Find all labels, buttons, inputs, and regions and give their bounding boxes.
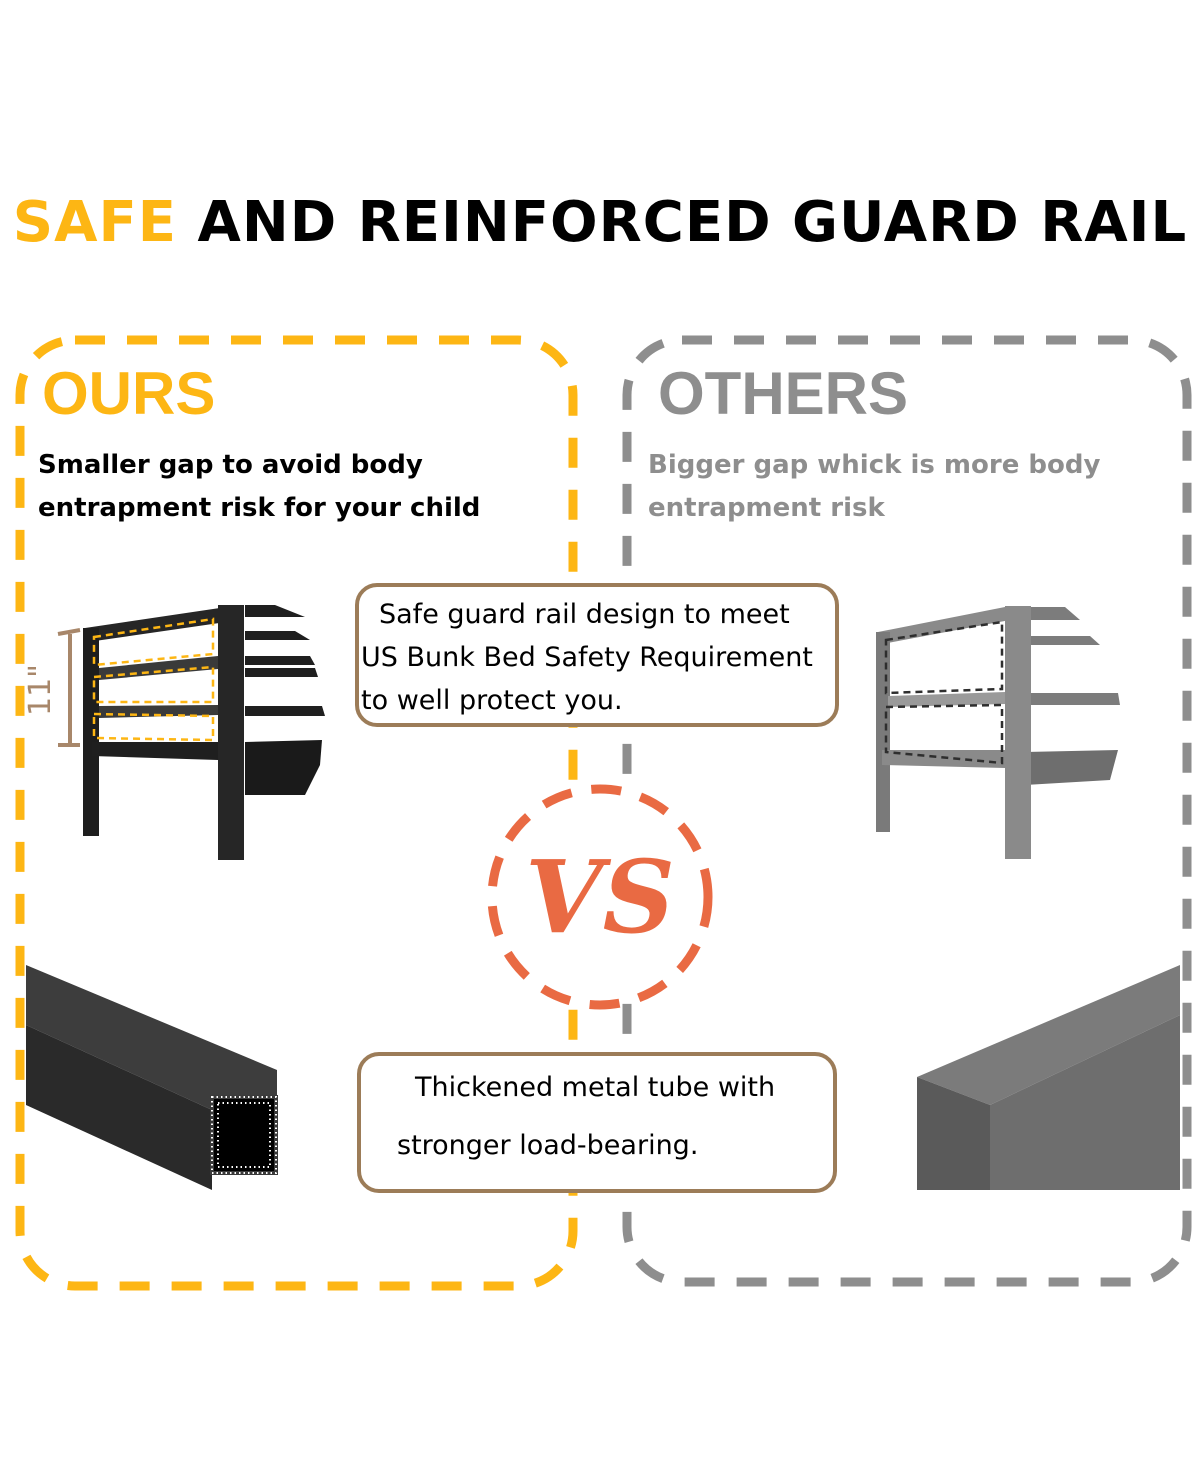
vs-label: VS	[525, 838, 675, 956]
ours-description: Smaller gap to avoid body entrapment ris…	[38, 444, 578, 530]
others-description-line: entrapment risk	[648, 493, 885, 523]
ours-description-line: entrapment risk for your child	[38, 493, 481, 523]
thickened-tube-callout: Thickened metal tube with stronger load-…	[357, 1052, 837, 1193]
callout-line: US Bunk Bed Safety Requirement	[361, 642, 813, 673]
others-title: OTHERS	[658, 360, 909, 427]
callout-line: Thickened metal tube with	[415, 1072, 776, 1103]
headline-accent-word: SAFE	[12, 190, 177, 255]
gap-measure-label: 11"	[23, 664, 58, 716]
gap-measure-icon	[57, 628, 81, 747]
callout-line: to well protect you.	[361, 685, 623, 716]
vs-dashed-circle-icon	[487, 784, 713, 1010]
safety-requirement-callout: Safe guard rail design to meet US Bunk B…	[355, 583, 839, 727]
ours-guard-rail-image: 11"	[23, 605, 325, 860]
others-metal-tube-image	[917, 965, 1180, 1190]
callout-line: stronger load-bearing.	[397, 1130, 699, 1161]
callout-line: Safe guard rail design to meet	[379, 599, 790, 630]
ours-description-line: Smaller gap to avoid body	[38, 450, 423, 480]
headline: SAFE AND REINFORCED GUARD RAIL	[0, 188, 1200, 258]
others-description: Bigger gap whick is more body entrapment…	[648, 444, 1178, 530]
others-description-line: Bigger gap whick is more body	[648, 450, 1101, 480]
others-guard-rail-image	[876, 606, 1120, 859]
ours-metal-tube-image	[26, 965, 278, 1190]
headline-rest: AND REINFORCED GUARD RAIL	[176, 190, 1188, 255]
ours-title: OURS	[42, 360, 216, 427]
vs-badge: VS	[487, 784, 713, 1010]
